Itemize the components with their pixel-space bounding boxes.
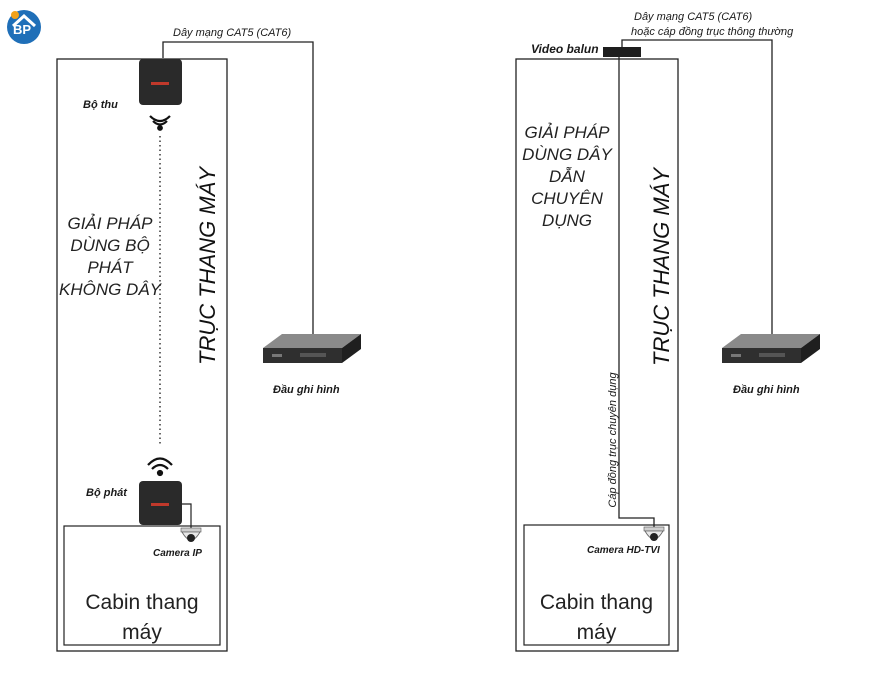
right-recorder-label: Đầu ghi hình bbox=[733, 384, 800, 396]
left-shaft-outline bbox=[56, 58, 228, 652]
balun-label: Video balun bbox=[531, 42, 599, 56]
left-shaft-label: TRỤC THANG MÁY bbox=[195, 167, 220, 365]
transmitter-wifi-icon bbox=[147, 457, 173, 477]
receiver-wifi-icon bbox=[149, 115, 171, 131]
coax-label: Cáp đồng trục chuyên dụng bbox=[607, 372, 619, 508]
left-camera-icon bbox=[180, 527, 202, 542]
coax-cable bbox=[618, 57, 655, 528]
right-cabin-box bbox=[523, 524, 670, 646]
left-cabin-label: Cabin thang máy bbox=[85, 591, 199, 644]
bp-logo-icon bbox=[7, 10, 41, 44]
right-camera-label: Camera HD-TVI bbox=[587, 545, 660, 556]
left-cable-label: Dây mạng CAT5 (CAT6) bbox=[173, 27, 292, 39]
right-cable-label-1: Dây mạng CAT5 (CAT6) bbox=[634, 11, 753, 23]
right-camera-icon bbox=[643, 526, 665, 541]
right-cabin-label: Cabin thang máy bbox=[539, 591, 654, 644]
video-balun-device bbox=[603, 47, 641, 57]
right-network-cable bbox=[621, 39, 773, 338]
left-recorder-label: Đầu ghi hình bbox=[273, 384, 340, 396]
transmitter-label: Bộ phát bbox=[86, 487, 127, 499]
right-shaft-outline bbox=[515, 58, 679, 652]
logo-text: BP bbox=[13, 22, 32, 37]
right-solution-text: GIẢI PHÁP DÙNG DÂY DẪN CHUYÊN DỤNG bbox=[522, 123, 612, 230]
right-recorder-icon bbox=[722, 334, 820, 363]
transmitter-camera-cable bbox=[182, 503, 192, 528]
receiver-label: Bộ thu bbox=[83, 99, 118, 111]
right-cable-label-2: hoặc cáp đồng trục thông thường bbox=[631, 26, 794, 38]
left-network-cable bbox=[162, 41, 314, 340]
left-recorder-icon bbox=[263, 334, 361, 363]
left-camera-label: Camera IP bbox=[153, 548, 202, 559]
left-cabin-box bbox=[63, 525, 221, 646]
right-shaft-label: TRỤC THANG MÁY bbox=[649, 168, 674, 366]
left-solution-text: GIẢI PHÁP DÙNG BỘ PHÁT KHÔNG DÂY bbox=[58, 214, 162, 299]
